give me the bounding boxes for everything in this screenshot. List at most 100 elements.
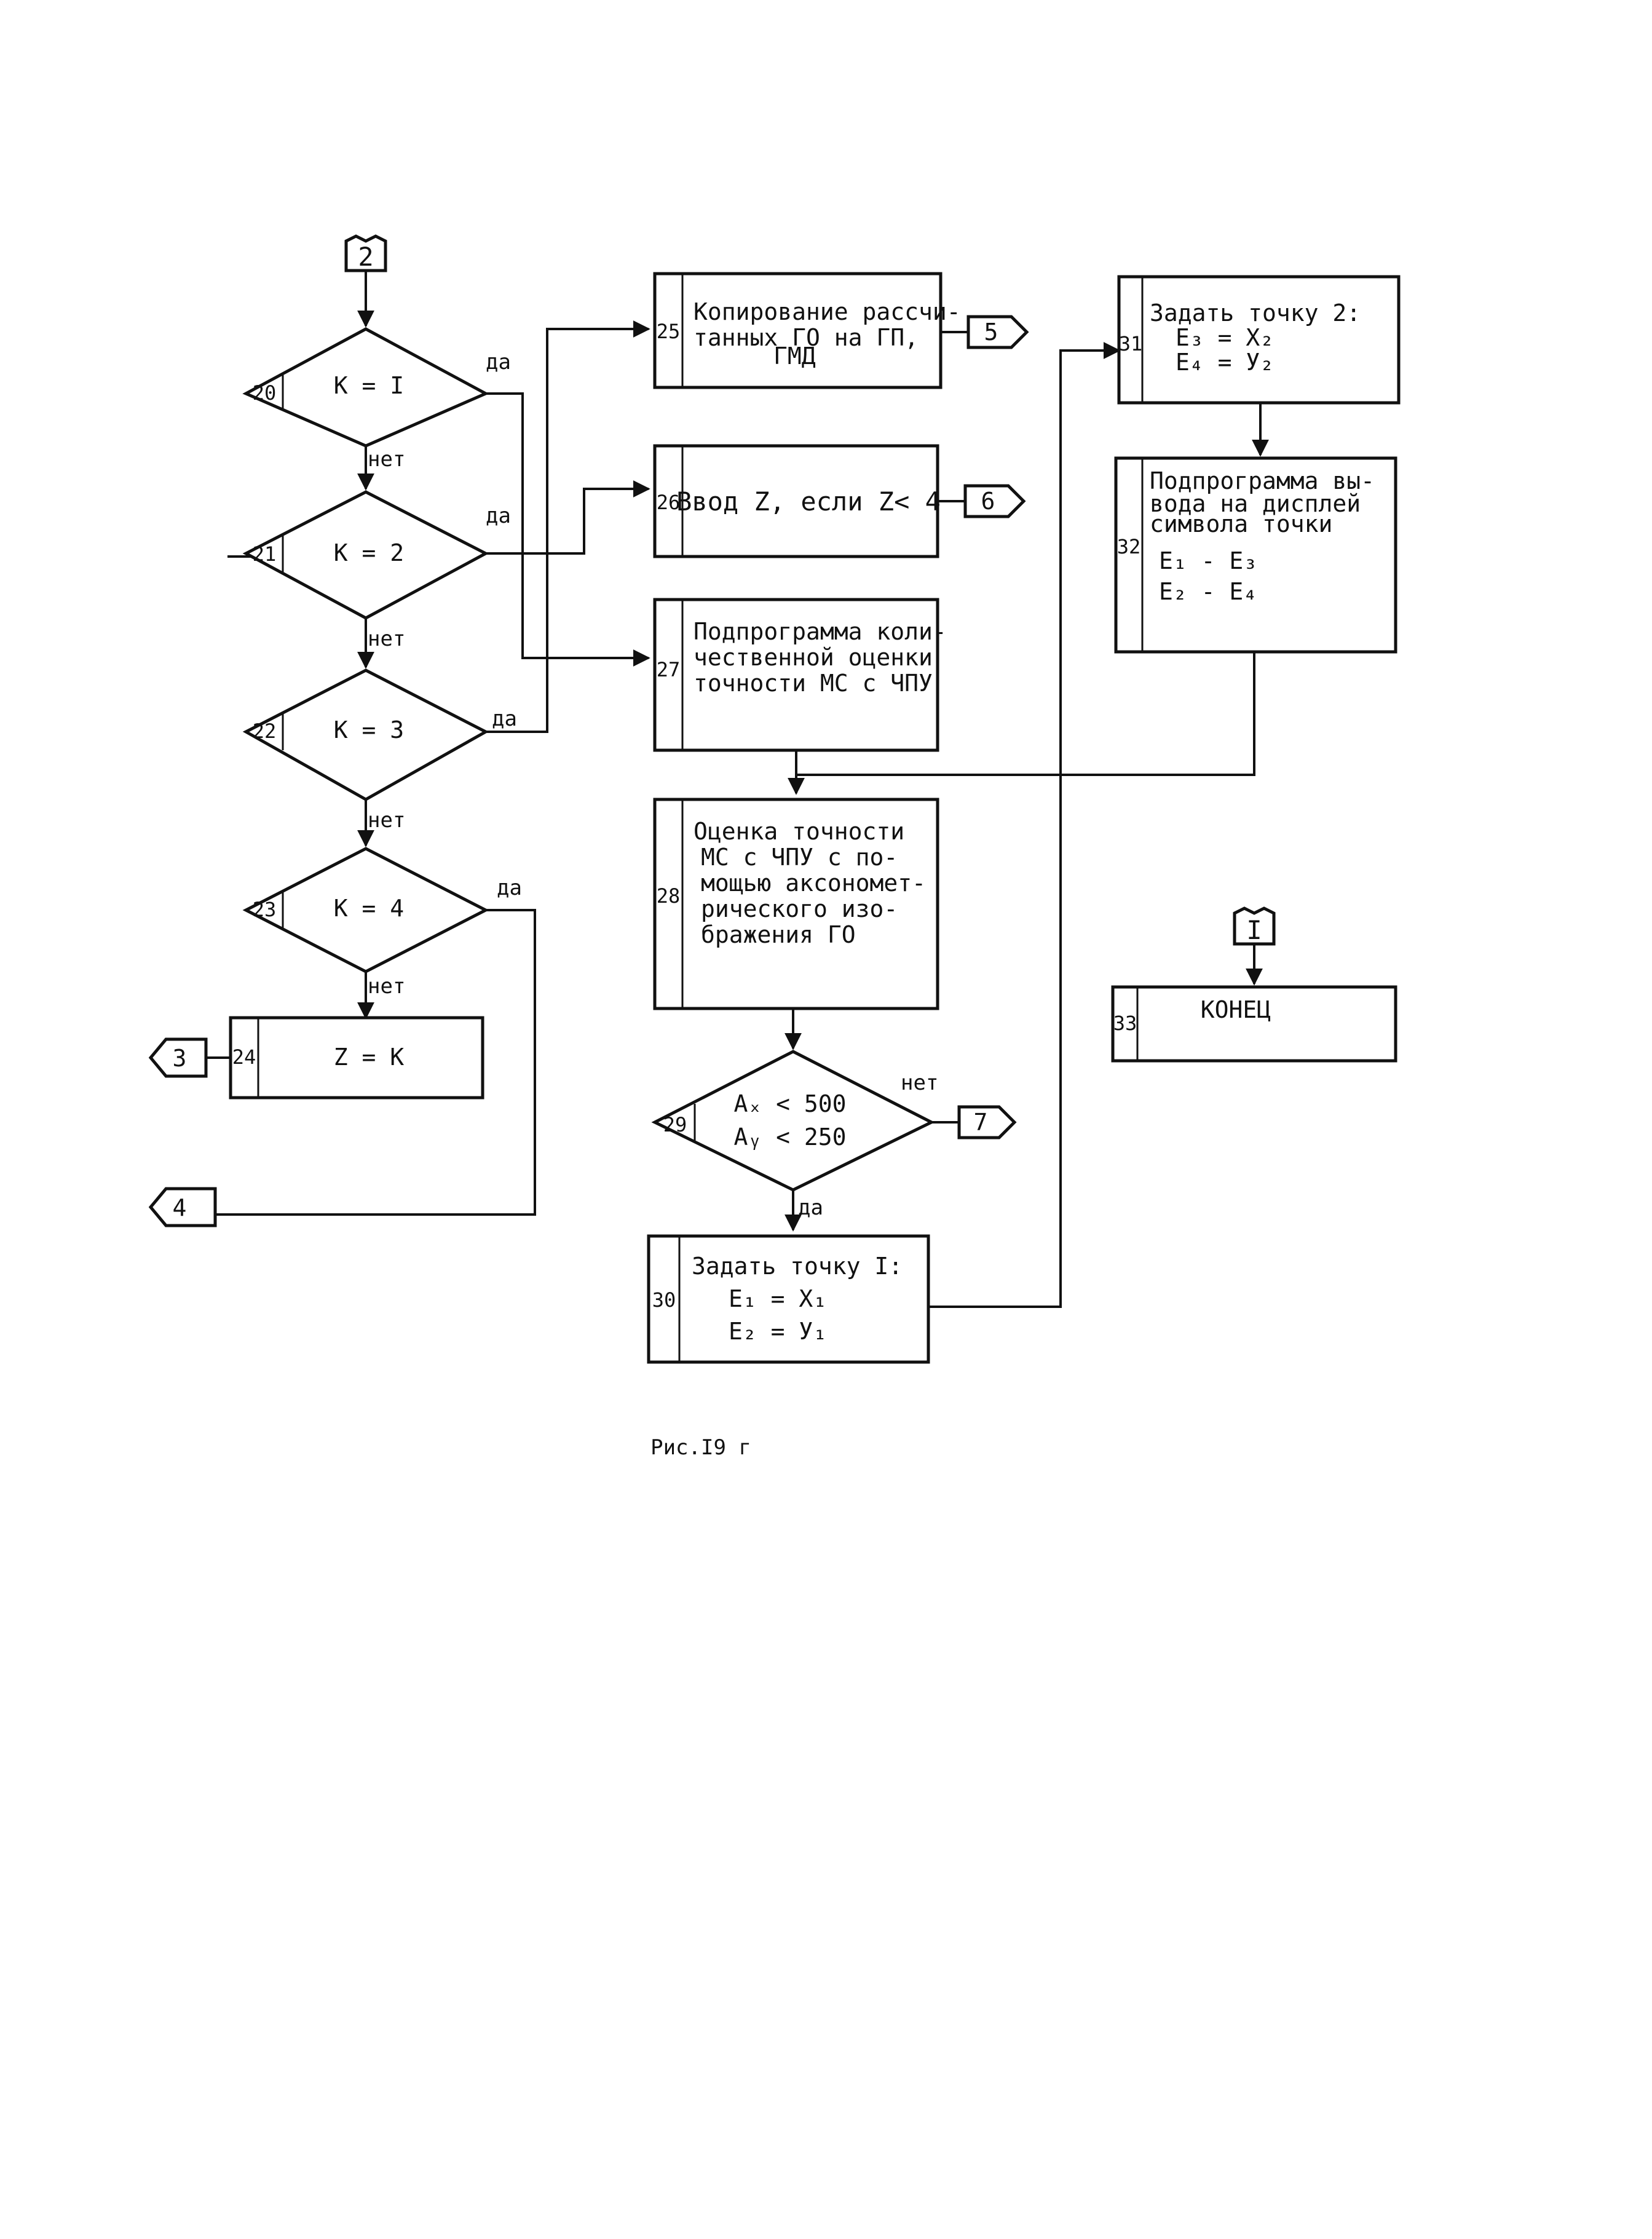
block-27: 27 Подпрограмма коли- чественной оценки …: [653, 598, 947, 752]
block-32-line5: E₂ - E₄: [1159, 578, 1257, 605]
off-page-connector-7: 7: [957, 1105, 1017, 1139]
block-28-line2: МС с ЧПУ с по-: [701, 844, 898, 871]
block-31: 31 Задать точку 2: E₃ = X₂ E₄ = У₂: [1117, 275, 1401, 405]
block-25-shape: [653, 272, 943, 389]
decision-23-shape: [242, 847, 489, 973]
branch-label-d21-yes: да: [486, 504, 511, 528]
decision-22: 22 K = 3: [242, 668, 489, 801]
decision-21-number: 21: [253, 542, 277, 566]
block-27-line1: Подпрограмма коли-: [694, 618, 947, 645]
flow-d23-yes-to-out4: [215, 909, 536, 1216]
off-page-connector-5: 5: [966, 315, 1029, 349]
off-page-connector-6-shape: [963, 484, 1026, 518]
block-24-text: Z = K: [334, 1044, 405, 1071]
block-24-shape: [229, 1016, 484, 1100]
block-31-shape: [1117, 275, 1401, 405]
block-30-number: 30: [652, 1288, 676, 1312]
flow-lines: [206, 271, 1269, 1308]
entry-connector-2-shape: [344, 234, 387, 272]
block-30: 30 Задать точку I: E₁ = X₁ E₂ = У₁: [647, 1234, 930, 1364]
block-31-line1: Задать точку 2:: [1150, 299, 1361, 327]
block-32: 32 Подпрограмма вы- вода на дисплей симв…: [1114, 456, 1397, 654]
off-page-connector-3-shape: [148, 1037, 208, 1078]
entry-connector-I: I: [1233, 906, 1276, 946]
block-24-number: 24: [232, 1045, 256, 1069]
block-24: 24 Z = K: [229, 1016, 484, 1100]
off-page-connector-4-shape: [148, 1187, 217, 1227]
off-page-connector-3-label: 3: [173, 1045, 187, 1072]
decision-22-text: K = 3: [334, 716, 404, 743]
block-31-number: 31: [1119, 332, 1143, 355]
block-30-line2: E₁ = X₁: [729, 1285, 827, 1312]
block-32-line2: вода на дисплей: [1150, 490, 1361, 517]
flow-b32-return: [796, 652, 1255, 776]
decision-29-line1: Aₓ < 500: [733, 1090, 846, 1117]
decision-21-text: K = 2: [334, 539, 404, 566]
decision-20: 20 K = I: [242, 327, 489, 448]
block-27-number: 27: [657, 658, 681, 681]
block-28-line4: рического изо-: [701, 895, 898, 922]
decision-29-line2: Aᵧ < 250: [734, 1123, 847, 1151]
decision-20-number: 20: [253, 381, 277, 405]
flow-d21-yes-to-b26: [486, 480, 650, 555]
block-28-number: 28: [657, 884, 681, 908]
block-32-number: 32: [1117, 535, 1141, 558]
decision-29-number: 29: [663, 1113, 687, 1136]
off-page-connector-4: 4: [148, 1187, 217, 1227]
entry-connector-2: 2: [344, 234, 387, 272]
branch-label-d23-yes: да: [497, 876, 522, 900]
block-27-line3: точности МС с ЧПУ: [694, 670, 933, 697]
block-28-line5: бражения ГО: [701, 921, 856, 948]
entry-connector-I-label: I: [1246, 915, 1262, 945]
off-page-connector-7-label: 7: [974, 1109, 988, 1136]
block-26-text: Ввод Z, если Z< 4: [676, 486, 941, 517]
block-32-shape: [1114, 456, 1397, 654]
branch-label-d21-no: нет: [368, 627, 405, 651]
block-26-number: 26: [657, 491, 681, 514]
branch-label-d22-yes: да: [492, 707, 517, 731]
block-28-line1: Оценка точности: [694, 818, 904, 845]
block-30-shape: [647, 1234, 930, 1364]
off-page-connector-3: 3: [148, 1037, 208, 1078]
block-33-text: КОНЕЦ: [1201, 996, 1271, 1023]
off-page-connector-5-shape: [966, 315, 1029, 349]
block-27-line2: чественной оценки: [694, 644, 933, 671]
decision-21-shape: [242, 490, 489, 620]
block-25: 25 Копирование рассчи- танных ГО на ГП, …: [653, 272, 961, 389]
entry-connector-2-label: 2: [358, 242, 373, 272]
decision-29-shape: [651, 1050, 935, 1192]
branch-label-d29-no: нет: [901, 1071, 938, 1095]
off-page-connector-5-label: 5: [984, 319, 998, 346]
flow-d22-yes-to-b25: [486, 320, 650, 733]
block-28-line3: мощью аксономет-: [701, 870, 926, 897]
block-31-line2: E₃ = X₂: [1176, 324, 1274, 351]
off-page-connector-7-shape: [957, 1105, 1017, 1139]
block-33-shape: [1111, 985, 1397, 1063]
branch-label-d20-no: нет: [368, 447, 405, 472]
off-page-connector-6: 6: [963, 484, 1026, 518]
decision-23-number: 23: [253, 898, 277, 921]
flow-d20-yes-to-b27: [486, 392, 650, 667]
branch-label-d23-no: нет: [368, 974, 405, 999]
decision-21: 21 K = 2: [242, 490, 489, 620]
decision-29: 29 Aₓ < 500 Aᵧ < 250: [651, 1050, 935, 1192]
block-25-line2: танных ГО на ГП,: [694, 324, 919, 351]
figure-caption: Рис.I9 г: [650, 1435, 751, 1460]
block-32-line4: E₁ - E₃: [1159, 547, 1257, 574]
block-27-shape: [653, 598, 939, 752]
block-28: 28 Оценка точности МС с ЧПУ с по- мощью …: [653, 798, 939, 1010]
decision-23-text: K = 4: [334, 895, 404, 922]
block-25-line1: Копирование рассчи-: [694, 298, 961, 325]
off-page-connector-4-label: 4: [173, 1194, 187, 1221]
branch-label-d22-no: нет: [368, 808, 405, 833]
block-33-number: 33: [1113, 1012, 1137, 1035]
flow-b30-to-b31: [928, 342, 1121, 1308]
block-33: 33 КОНЕЦ: [1111, 985, 1397, 1063]
decision-22-shape: [242, 668, 489, 801]
decision-20-shape: [242, 327, 489, 448]
branch-labels: да нет да нет да нет да нет нет да: [368, 350, 938, 1220]
block-26: 26 Ввод Z, если Z< 4: [653, 444, 941, 558]
block-31-line3: E₄ = У₂: [1176, 349, 1274, 376]
decision-22-number: 22: [253, 719, 277, 743]
